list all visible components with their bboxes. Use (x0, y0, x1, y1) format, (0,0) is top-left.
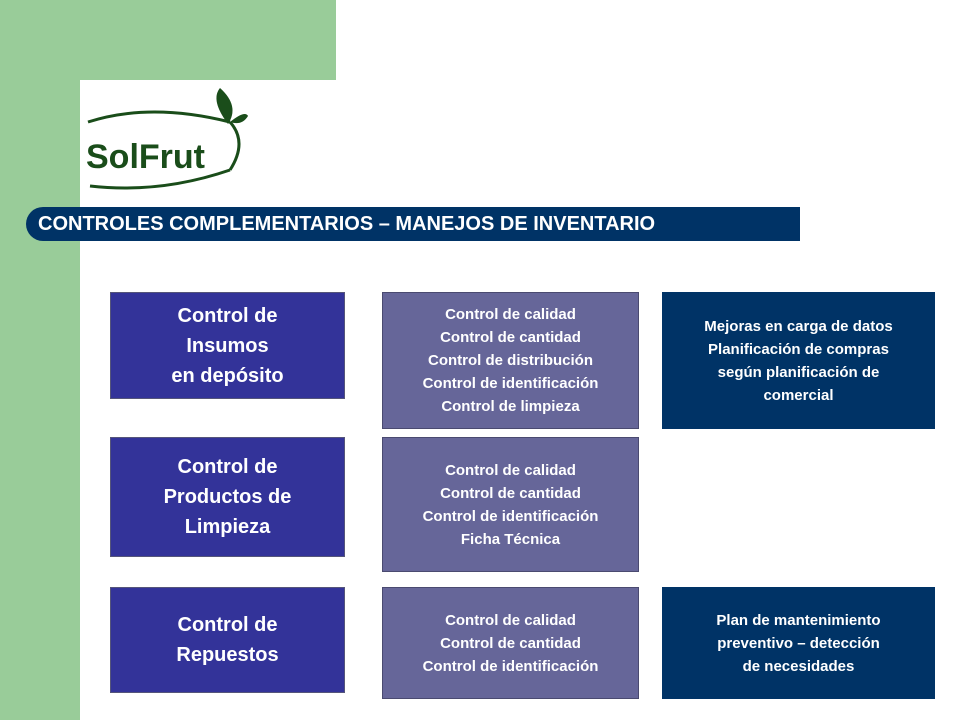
left-green-band (0, 0, 80, 720)
category-limpieza: Control de Productos de Limpieza (110, 437, 345, 557)
notes-repuestos: Plan de mantenimiento preventivo – detec… (662, 587, 935, 699)
category-line: en depósito (171, 364, 284, 387)
control-item: Control de calidad (445, 306, 576, 323)
control-item: Control de cantidad (440, 329, 581, 346)
controls-insumos: Control de calidad Control de cantidad C… (382, 292, 639, 429)
note-line: Plan de mantenimiento (716, 611, 881, 629)
control-item: Control de identificación (422, 375, 599, 392)
control-item: Control de distribución (428, 352, 593, 369)
note-line: comercial (763, 386, 834, 404)
note-line: Mejoras en carga de datos (704, 317, 893, 335)
control-item: Ficha Técnica (460, 530, 561, 548)
note-line: según planificación de (717, 363, 880, 381)
control-item: Control de cantidad (440, 484, 581, 502)
top-green-band (80, 0, 336, 80)
category-line: Control de (177, 614, 278, 636)
solfrut-logo-graphic: SolFrut (86, 88, 248, 190)
category-line: Insumos (186, 334, 269, 357)
control-item: Control de identificación (422, 507, 599, 525)
solfrut-logo: SolFrut (80, 82, 250, 192)
note-line: preventivo – detección (717, 634, 880, 652)
control-item: Control de limpieza (441, 398, 580, 415)
controls-limpieza: Control de calidad Control de cantidad C… (382, 437, 639, 572)
control-item: Control de identificación (422, 657, 599, 675)
category-repuestos: Control de Repuestos (110, 587, 345, 693)
category-line: Productos de (163, 486, 292, 508)
section-title: CONTROLES COMPLEMENTARIOS – MANEJOS DE I… (26, 207, 800, 241)
control-item: Control de calidad (445, 611, 576, 629)
category-line: Control de (177, 304, 278, 327)
svg-text:SolFrut: SolFrut (86, 138, 205, 176)
category-insumos: Control de Insumos en depósito (110, 292, 345, 399)
note-line: de necesidades (742, 657, 855, 675)
category-line: Limpieza (184, 516, 271, 538)
note-line: Planificación de compras (708, 340, 889, 358)
controls-repuestos: Control de calidad Control de cantidad C… (382, 587, 639, 699)
notes-insumos: Mejoras en carga de datos Planificación … (662, 292, 935, 429)
control-item: Control de cantidad (440, 634, 581, 652)
category-line: Control de (177, 456, 278, 478)
category-line: Repuestos (176, 644, 279, 666)
control-item: Control de calidad (445, 461, 576, 479)
